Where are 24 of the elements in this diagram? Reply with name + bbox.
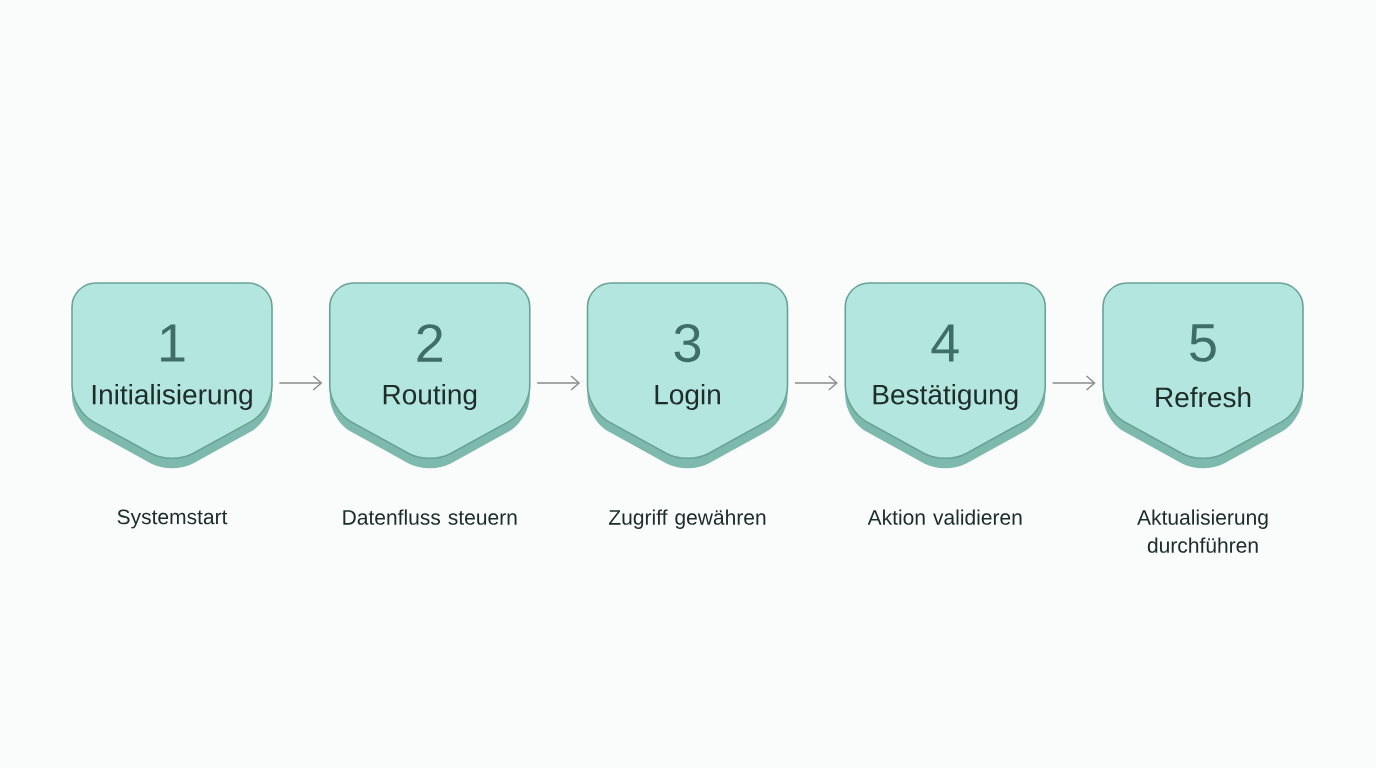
step-title: Routing xyxy=(383,383,477,411)
step-caption: Datenfluss steuern xyxy=(343,509,517,525)
step-box xyxy=(844,282,1047,469)
step-caption: Zugriff gewähren xyxy=(609,509,766,529)
step-box xyxy=(328,282,531,469)
arrow xyxy=(794,375,838,391)
step-title: Refresh xyxy=(1156,386,1251,408)
step-caption: Aktualisierung durchführen xyxy=(1137,509,1268,553)
step-caption: Aktion validieren xyxy=(867,509,1022,525)
arrow xyxy=(1051,375,1096,391)
step-caption: Systemstart xyxy=(117,509,228,529)
step-number: 2 xyxy=(417,324,443,362)
step-box xyxy=(586,282,789,469)
step-number: 3 xyxy=(674,323,701,363)
step-title: Initialisierung xyxy=(92,383,252,411)
arrow xyxy=(278,375,323,391)
step-number: 5 xyxy=(1190,324,1216,362)
arrow xyxy=(536,375,581,391)
step-number: 1 xyxy=(161,324,185,362)
step-box xyxy=(1102,282,1304,469)
step-title: Login xyxy=(655,383,720,411)
step-number: 4 xyxy=(931,324,959,362)
step-box xyxy=(71,282,273,469)
step-title: Bestätigung xyxy=(873,383,1018,411)
